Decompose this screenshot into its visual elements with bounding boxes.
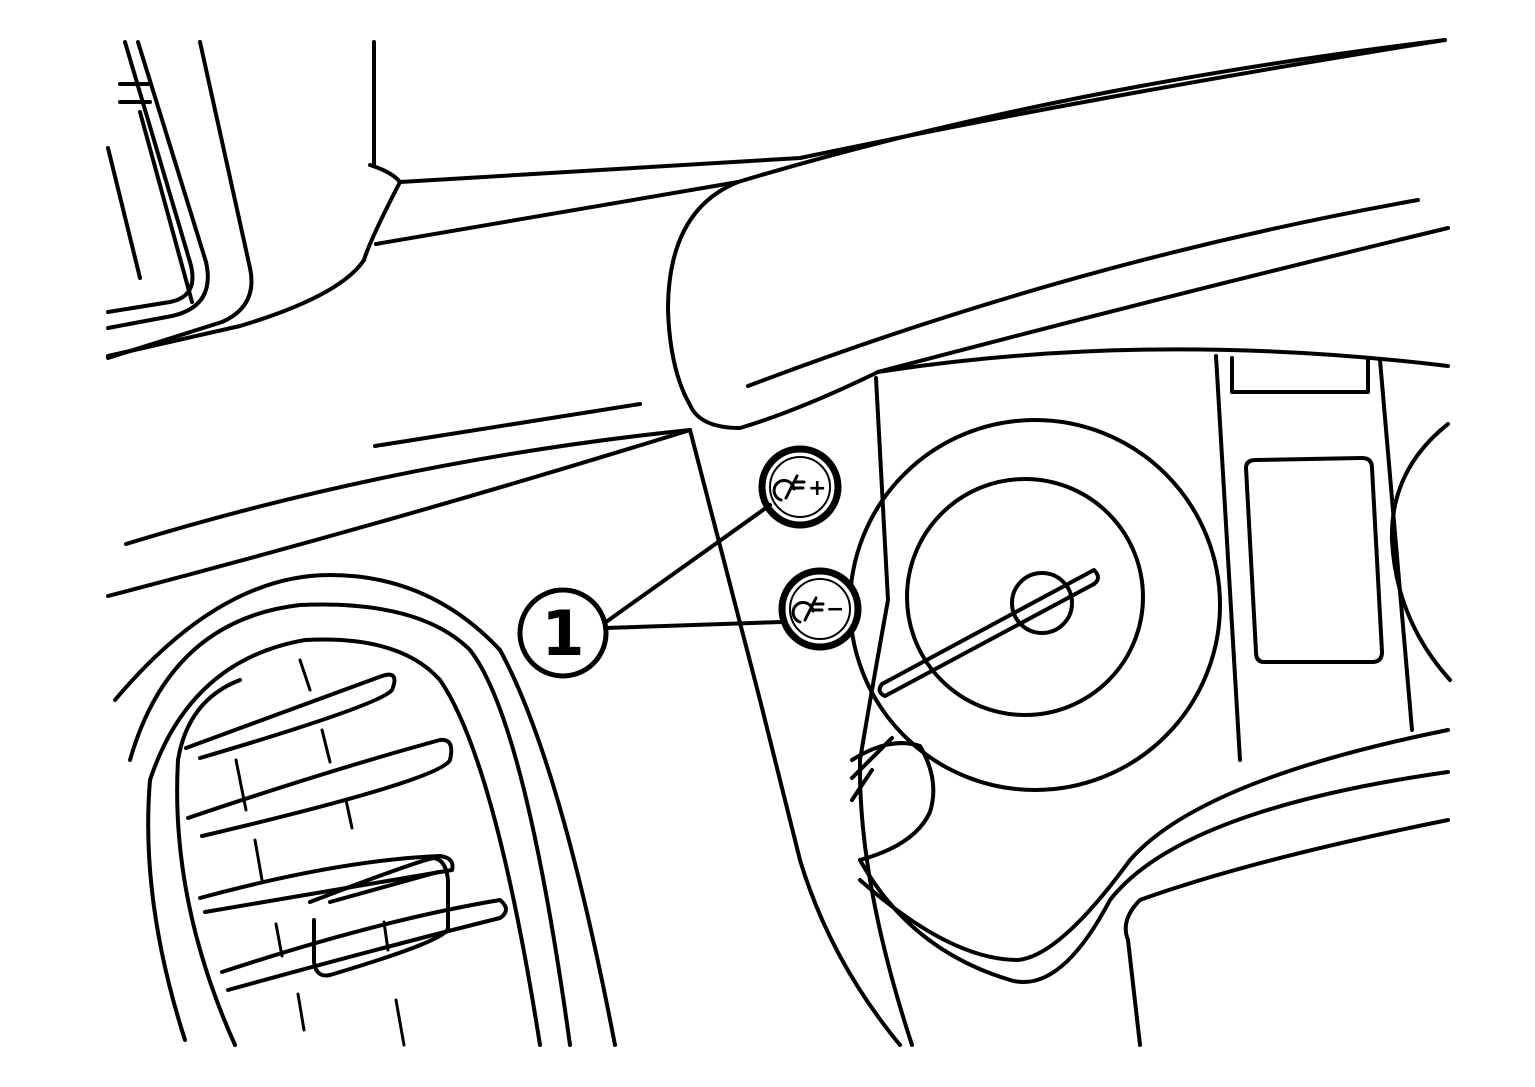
air-vent <box>113 573 617 1047</box>
illumination-brighter-button[interactable]: + <box>758 445 842 529</box>
steering-cluster <box>848 354 1452 1047</box>
callout-1: 1 <box>517 587 609 679</box>
callout-number: 1 <box>541 597 584 670</box>
upper-left-trim <box>106 40 802 360</box>
button-panel <box>688 376 914 1047</box>
callout-leader-lines <box>604 503 784 630</box>
dimmer-sign: − <box>826 597 844 622</box>
illumination-dimmer-button[interactable]: − <box>778 567 862 651</box>
illumination-icon <box>791 596 825 624</box>
brighter-sign: + <box>808 476 826 501</box>
dashboard-top <box>106 38 1450 598</box>
illumination-icon <box>772 474 806 502</box>
